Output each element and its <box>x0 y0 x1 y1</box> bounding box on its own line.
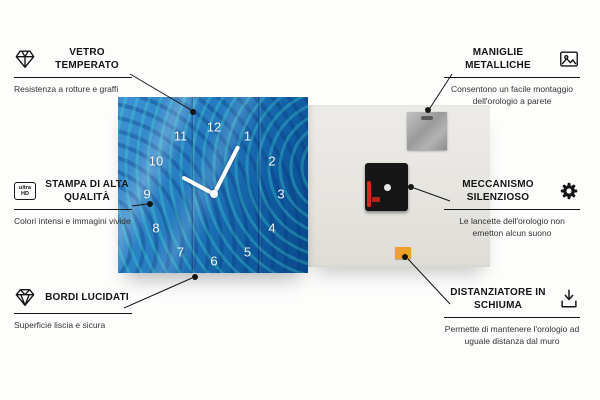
feature-title: VETRO TEMPERATO <box>55 47 119 71</box>
clock-number: 3 <box>277 186 285 202</box>
connector-bordi <box>123 277 193 309</box>
gem-icon <box>14 286 36 308</box>
metal-mount-plate <box>407 112 447 150</box>
ultra-hd-icon: ultra HD <box>14 180 36 202</box>
gear-icon <box>558 180 580 202</box>
hanger-slot <box>421 116 433 120</box>
feature-distanziatore-schiuma: DISTANZIATORE IN SCHIUMA Permette di man… <box>444 286 580 348</box>
ultra-hd-badge-line2: HD <box>21 191 29 197</box>
feature-description: Permette di mantenere l'orologio ad ugua… <box>444 324 580 346</box>
clock-number: 2 <box>268 153 276 168</box>
feature-header: DISTANZIATORE IN SCHIUMA <box>444 286 580 318</box>
clock-mechanism <box>365 163 408 211</box>
connector-dot-bordi <box>192 274 198 280</box>
clock-number: 11 <box>173 128 188 144</box>
feature-header: BORDI LUCIDATI <box>14 286 132 314</box>
foam-spacer <box>395 247 411 259</box>
feature-description: Superficie liscia e sicura <box>14 320 106 330</box>
feature-header: MANIGLIE METALLICHE <box>444 46 580 78</box>
feature-title: MANIGLIE METALLICHE <box>465 47 531 71</box>
clock-number: 5 <box>243 244 252 260</box>
feature-header: MECCANISMO SILENZIOSO <box>444 178 580 210</box>
feature-description: Resistenza a rotture e graffi <box>14 84 119 94</box>
feature-description: Colori intensi e immagini vivide <box>14 216 131 226</box>
red-hand-tip <box>372 197 380 202</box>
clock-number: 9 <box>143 186 151 202</box>
clock-number: 8 <box>152 220 160 235</box>
feature-description: Le lancette dell'orologio non emetton al… <box>459 216 565 238</box>
feature-header: VETRO TEMPERATO <box>14 46 132 78</box>
feature-description: Consentono un facile montaggio dell'orol… <box>451 84 573 106</box>
clock-number: 10 <box>148 153 164 168</box>
feature-meccanismo-silenzioso: MECCANISMO SILENZIOSO Le lancette dell'o… <box>444 178 580 240</box>
mechanism-shaft <box>384 184 391 191</box>
feature-title: BORDI LUCIDATI <box>45 291 129 303</box>
clock-center-cap <box>210 190 218 198</box>
feature-maniglie-metalliche: MANIGLIE METALLICHE Consentono un facile… <box>444 46 580 108</box>
clock-number: 1 <box>243 128 252 144</box>
feature-vetro-temperato: VETRO TEMPERATO Resistenza a rotture e g… <box>14 46 132 96</box>
red-hand <box>367 181 371 207</box>
clock-number: 6 <box>210 253 218 269</box>
clock-number: 12 <box>206 119 222 135</box>
clock-number: 4 <box>268 220 276 235</box>
foam-spacer-icon <box>558 288 580 310</box>
feature-header: ultra HD STAMPA DI ALTA QUALITÀ <box>14 178 132 210</box>
feature-title: MECCANISMO SILENZIOSO <box>462 179 534 203</box>
feature-stampa-alta-qualita: ultra HD STAMPA DI ALTA QUALITÀ Colori i… <box>14 178 132 228</box>
ultra-hd-badge-line1: ultra <box>19 184 31 191</box>
clock-number: 7 <box>176 244 185 260</box>
feature-bordi-lucidati: BORDI LUCIDATI Superficie liscia e sicur… <box>14 286 132 332</box>
picture-icon <box>558 48 580 70</box>
diamond-icon <box>14 48 36 70</box>
clock-back-panel <box>308 105 490 267</box>
feature-title: STAMPA DI ALTA QUALITÀ <box>45 179 129 203</box>
feature-title: DISTANZIATORE IN SCHIUMA <box>450 287 546 311</box>
